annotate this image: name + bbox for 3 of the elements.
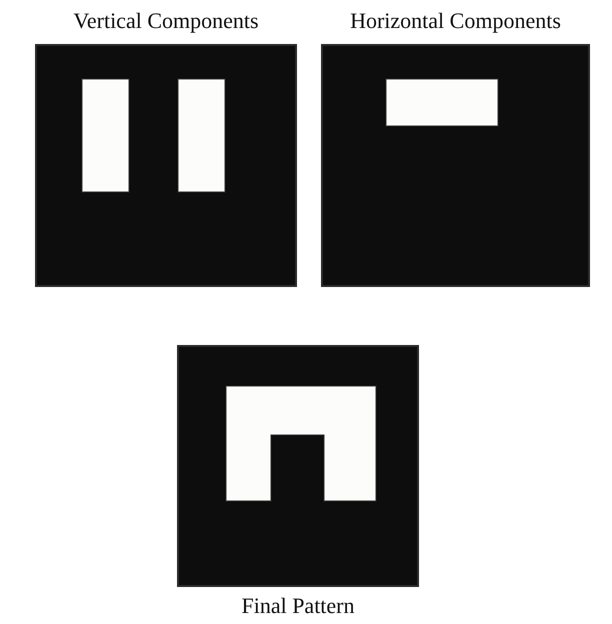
panel-title: Horizontal Components xyxy=(350,8,561,34)
panel-title: Final Pattern xyxy=(241,593,355,619)
panel-title: Vertical Components xyxy=(73,8,259,34)
